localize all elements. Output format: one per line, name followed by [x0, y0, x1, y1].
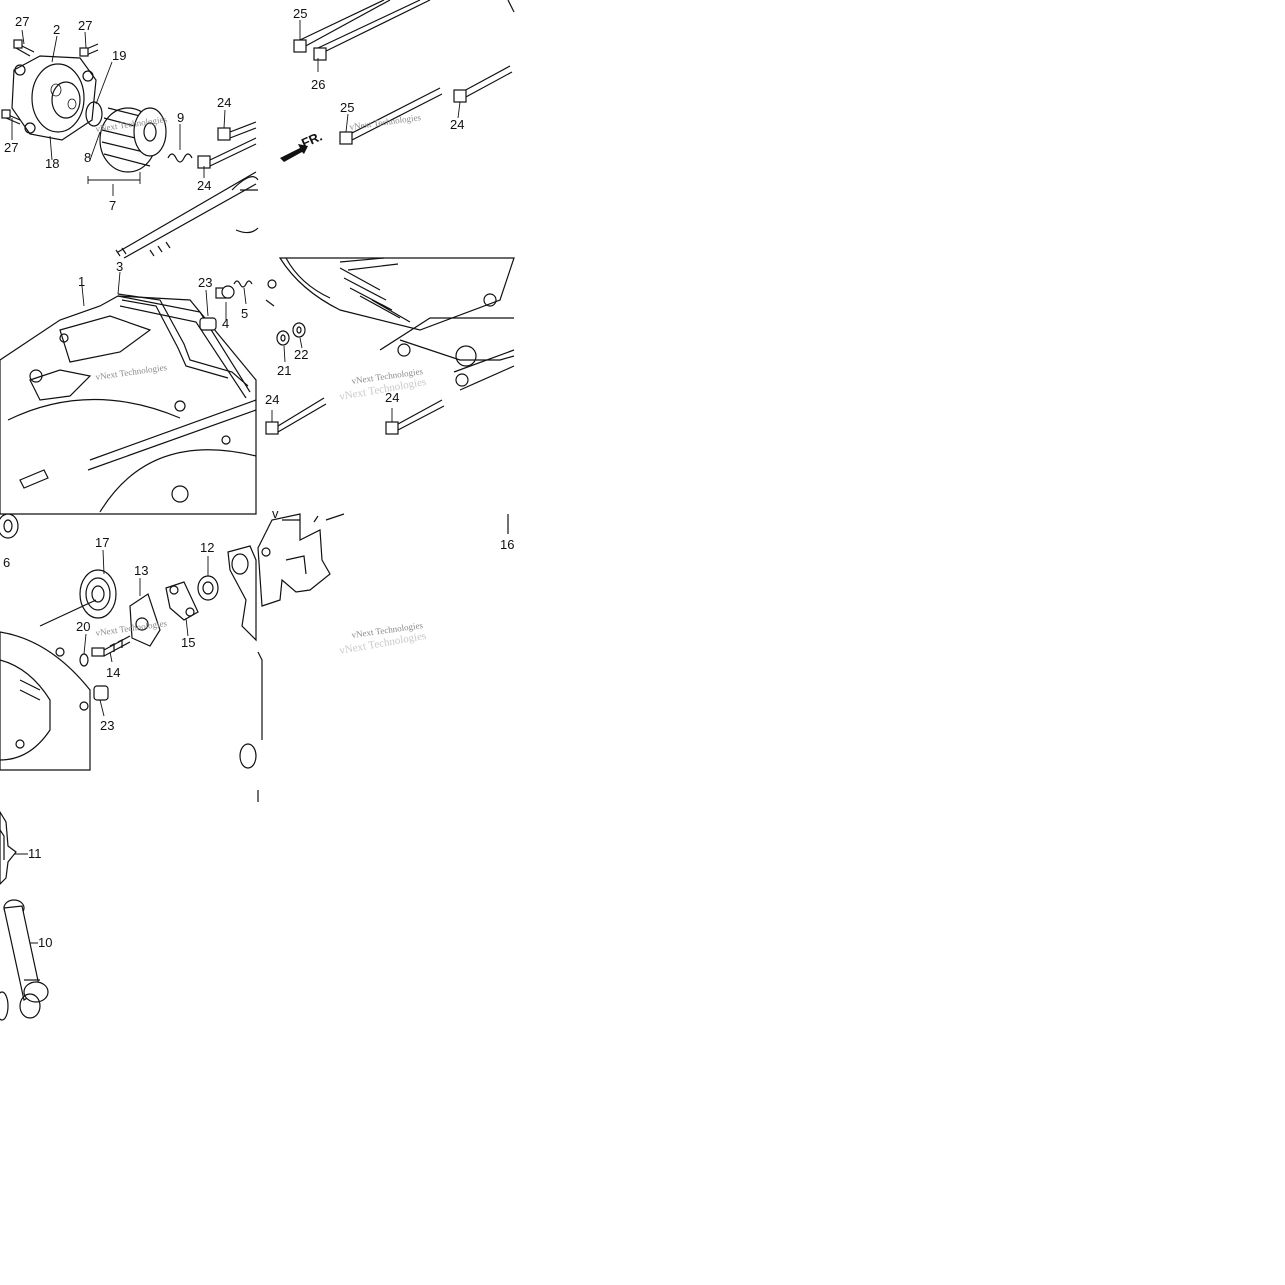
dowel-23-lower — [93, 685, 109, 701]
part-label-25: 25 — [293, 6, 307, 21]
tile-crankcase: vNext Technologies — [0, 171, 257, 515]
part-label-6: 6 — [3, 555, 10, 570]
front-label: FR. — [299, 129, 324, 151]
spring-9 — [167, 153, 193, 163]
tile-bearing-group: vNext Technologies — [0, 513, 257, 771]
edge-mark: v — [272, 506, 279, 521]
part-label-3: 3 — [116, 259, 123, 274]
part-label-9: 9 — [177, 110, 184, 125]
tile-arm — [0, 810, 49, 1021]
part-label-16: 16 — [500, 537, 514, 552]
part-label-13: 13 — [134, 563, 148, 578]
part-label-21: 21 — [277, 363, 291, 378]
washer-22 — [292, 322, 306, 338]
part-label-23: 23 — [100, 718, 114, 733]
bolts-24-top — [197, 121, 257, 169]
part-label-15: 15 — [181, 635, 195, 650]
part-label-5: 5 — [241, 306, 248, 321]
filter-element — [99, 107, 167, 173]
part-label-18: 18 — [45, 156, 59, 171]
part-label-11: 11 — [28, 846, 42, 861]
part-label-24: 24 — [385, 390, 399, 405]
pump-13 — [129, 593, 161, 647]
dowel-23 — [199, 317, 217, 331]
part-label-24: 24 — [450, 117, 464, 132]
spring-5 — [233, 280, 253, 288]
watermark-text: vNext Technologies — [349, 112, 422, 132]
part-label-14: 14 — [106, 665, 120, 680]
cover-body-lower — [0, 631, 91, 771]
part-label-7: 7 — [109, 198, 116, 213]
filter-cover — [11, 55, 97, 141]
part-label-24: 24 — [265, 392, 279, 407]
part-label-27: 27 — [4, 140, 18, 155]
part-label-24: 24 — [217, 95, 231, 110]
gasket-3 — [117, 293, 249, 387]
tile-gasket-edge: vNext Technologies vNext Technologies v — [257, 506, 509, 802]
relief-valve-4 — [215, 285, 235, 299]
o-ring-19 — [85, 101, 103, 127]
arm-10 — [0, 899, 49, 1021]
part-label-12: 12 — [200, 540, 214, 555]
part-label-10: 10 — [38, 935, 52, 950]
washer-20 — [79, 653, 89, 667]
seal-12 — [197, 575, 219, 601]
seal-6 — [0, 513, 19, 539]
part-label-27: 27 — [15, 14, 29, 29]
part-label-4: 4 — [222, 316, 229, 331]
part-label-17: 17 — [95, 535, 109, 550]
part-label-23: 23 — [198, 275, 212, 290]
part-label-26: 26 — [311, 77, 325, 92]
part-label-8: 8 — [84, 150, 91, 165]
part-number-labels: 27 2 27 19 27 18 9 8 7 24 24 25 26 25 24… — [3, 6, 514, 950]
part-label-2: 2 — [53, 22, 60, 37]
tile-oil-filter: vNext Technologies — [1, 29, 259, 234]
part-label-25: 25 — [340, 100, 354, 115]
part-label-24: 24 — [197, 178, 211, 193]
plate-15 — [165, 581, 199, 621]
front-direction-arrow: FR. — [280, 129, 324, 162]
part-label-27: 27 — [78, 18, 92, 33]
part-label-22: 22 — [294, 347, 308, 362]
part-label-20: 20 — [76, 619, 90, 634]
part-label-19: 19 — [112, 48, 126, 63]
bearing-17 — [79, 569, 117, 619]
part-label-1: 1 — [78, 274, 85, 289]
cover-11 — [0, 810, 17, 885]
crankcase-body — [0, 295, 257, 515]
tile-side-cover: vNext Technologies vNext Technologies — [265, 257, 515, 435]
washer-21 — [276, 330, 290, 346]
bolts-27 — [1, 39, 99, 125]
shaft-14 — [91, 635, 131, 657]
